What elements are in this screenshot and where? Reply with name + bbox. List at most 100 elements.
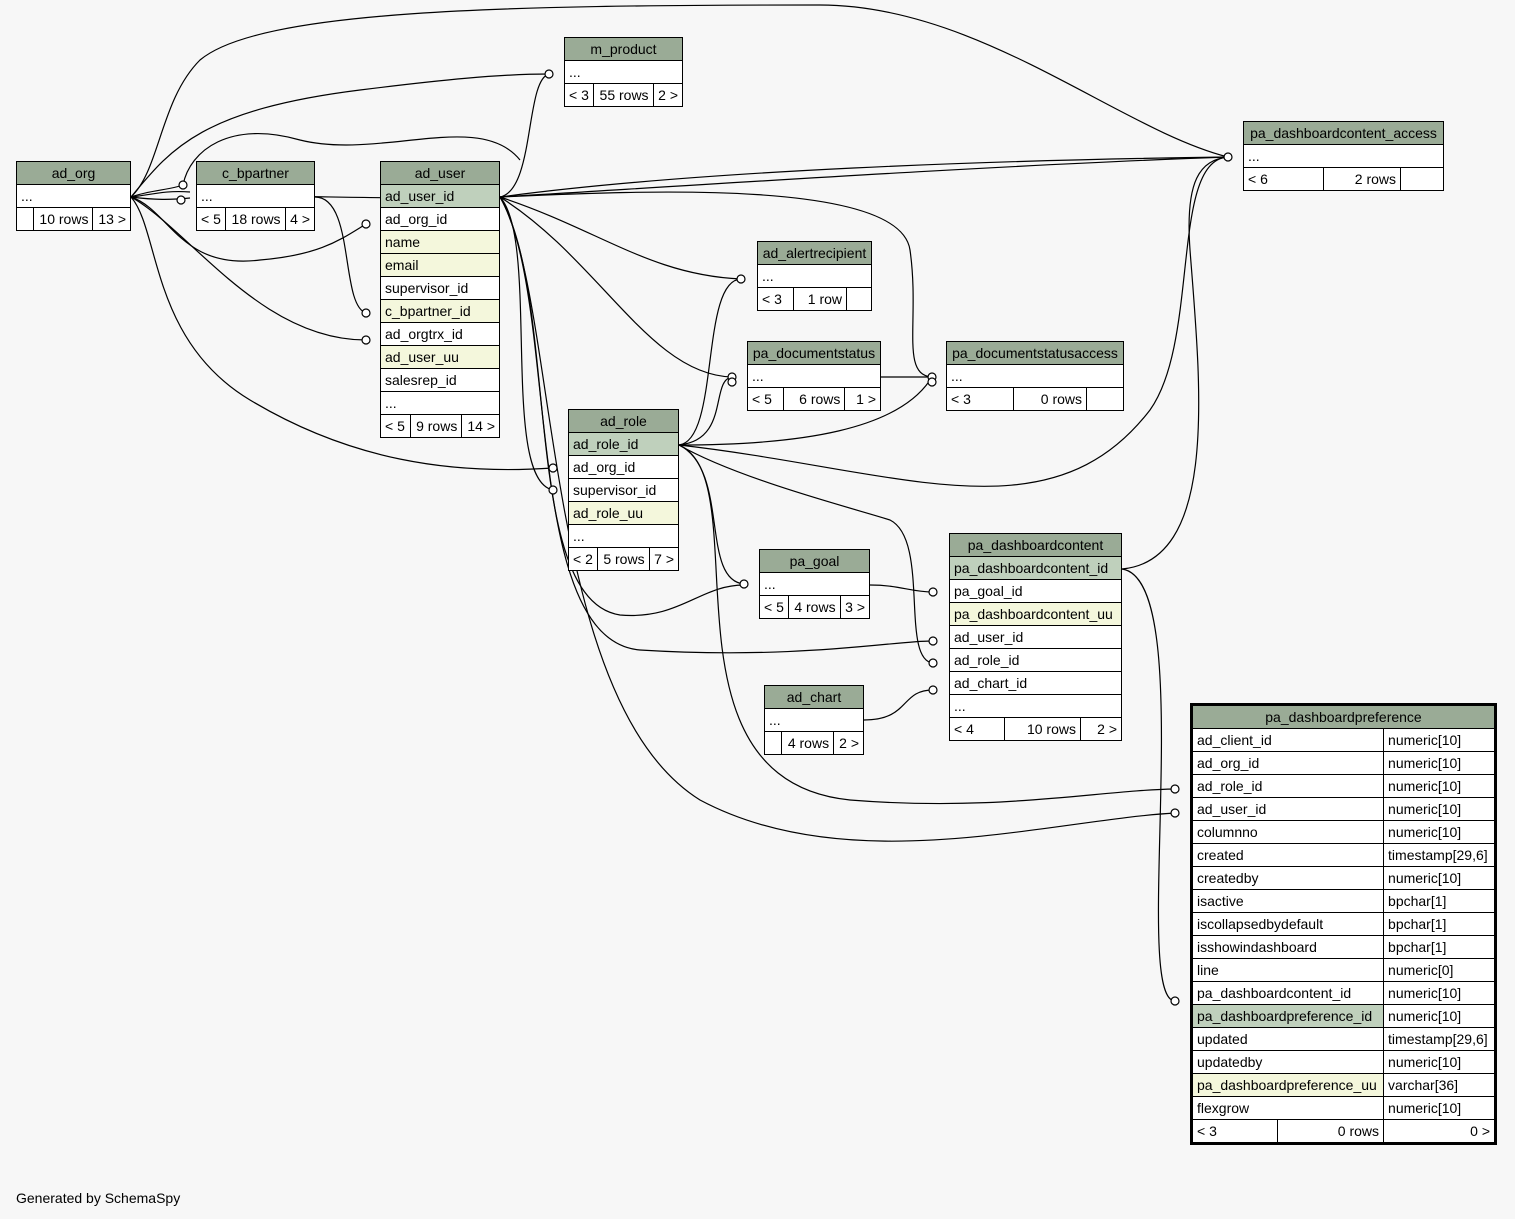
generated-by-footer: Generated by SchemaSpy — [16, 1190, 181, 1206]
column-type: numeric[10] — [1383, 797, 1496, 821]
parents-count: < 5 — [758, 595, 790, 619]
children-count: 7 > — [648, 547, 680, 571]
column-row: pa_dashboardcontent_id — [949, 556, 1122, 580]
table-title[interactable]: pa_dashboardcontent_access — [1243, 121, 1444, 145]
table-title[interactable]: pa_documentstatusaccess — [946, 341, 1124, 365]
parents-count: < 5 — [747, 387, 784, 411]
column-name: ad_org_id — [1190, 751, 1385, 775]
table-title[interactable]: m_product — [564, 37, 683, 61]
table-ad_chart[interactable]: ad_chart ... 4 rows 2 > — [764, 685, 864, 755]
edge-ad_user-dashboardaccess-2 — [499, 156, 1229, 198]
table-c_bpartner[interactable]: c_bpartner ... < 5 18 rows 4 > — [195, 161, 316, 231]
edge-ad_org-dashboardaccess — [130, 4, 1229, 198]
parents-count: < 3 — [946, 387, 1014, 411]
parents-count: < 4 — [949, 717, 1005, 741]
column-name: createdby — [1190, 866, 1385, 890]
column-row: ... — [1243, 144, 1444, 168]
edge-ad_role-alertrecipient — [678, 278, 742, 446]
row-count: 1 row — [792, 287, 848, 311]
column-row: ... — [946, 364, 1124, 388]
row-count: 5 rows — [597, 547, 650, 571]
column-type: bpchar[1] — [1383, 912, 1496, 936]
children-count: 14 > — [461, 414, 500, 438]
row-count: 2 rows — [1323, 167, 1401, 191]
column-name: ad_user_id — [1190, 797, 1385, 821]
column-row: ad_user_id — [380, 184, 500, 208]
row-count: 6 rows — [782, 387, 846, 411]
column-type: numeric[10] — [1383, 866, 1496, 890]
column-type: numeric[10] — [1383, 820, 1496, 844]
column-row: ad_role_id — [949, 648, 1122, 672]
column-name: ad_client_id — [1190, 728, 1385, 752]
column-type: numeric[10] — [1383, 1004, 1496, 1028]
parents-count — [16, 207, 34, 231]
parents-count: < 2 — [567, 547, 599, 571]
column-type: numeric[10] — [1383, 1096, 1496, 1120]
edge-markers — [176, 69, 1233, 1006]
table-pa_goal[interactable]: pa_goal ... < 5 4 rows 3 > — [758, 549, 871, 619]
column-type: varchar[36] — [1383, 1073, 1496, 1097]
edge-ad_role-documentstatusaccess — [678, 376, 933, 446]
table-pa_dashboardcontent[interactable]: pa_dashboardcontent pa_dashboardcontent_… — [949, 533, 1122, 741]
table-ad_role[interactable]: ad_role ad_role_id ad_org_id supervisor_… — [567, 409, 680, 571]
children-count: 0 > — [1383, 1119, 1496, 1144]
column-type: numeric[10] — [1383, 751, 1496, 775]
row-count: 0 rows — [1013, 387, 1087, 411]
table-ad_user[interactable]: ad_user ad_user_id ad_org_id name email … — [380, 161, 500, 438]
table-title[interactable]: ad_org — [16, 161, 131, 185]
column-name: flexgrow — [1190, 1096, 1385, 1120]
table-title[interactable]: pa_dashboardcontent — [949, 533, 1122, 557]
edge-ad_role-dashboardpreference — [678, 444, 1176, 805]
table-title[interactable]: ad_chart — [764, 685, 864, 709]
parents-count: < 3 — [563, 83, 595, 107]
children-count: 13 > — [92, 207, 131, 231]
edge-ad_role-dashboardcontent — [678, 444, 934, 664]
column-row: ... — [747, 364, 881, 388]
column-row: ... — [759, 572, 870, 596]
table-pa_documentstatus[interactable]: pa_documentstatus ... < 5 6 rows 1 > — [747, 341, 881, 411]
column-name: ad_role_id — [1190, 774, 1385, 798]
table-ad_org[interactable]: ad_org ... 10 rows 13 > — [16, 161, 131, 231]
column-name: columnno — [1190, 820, 1385, 844]
column-row: ... — [380, 391, 500, 415]
column-name: pa_dashboardcontent_id — [1190, 981, 1385, 1005]
table-title[interactable]: pa_dashboardpreference — [1191, 704, 1496, 729]
table-title[interactable]: pa_documentstatus — [747, 341, 881, 365]
column-type: numeric[10] — [1383, 1050, 1496, 1074]
column-row: ... — [16, 184, 131, 208]
column-type: numeric[10] — [1383, 728, 1496, 752]
table-m_product[interactable]: m_product ... < 3 55 rows 2 > — [563, 37, 684, 107]
table-title[interactable]: ad_alertrecipient — [757, 241, 872, 265]
column-type: numeric[10] — [1383, 774, 1496, 798]
table-title[interactable]: c_bpartner — [196, 161, 315, 185]
column-type: numeric[10] — [1383, 981, 1496, 1005]
column-row: pa_goal_id — [949, 579, 1122, 603]
column-type: bpchar[1] — [1383, 935, 1496, 959]
children-count: 2 > — [652, 83, 684, 107]
table-pa_dashboardcontent_access[interactable]: pa_dashboardcontent_access ... < 6 2 row… — [1243, 121, 1444, 191]
row-count: 9 rows — [409, 414, 463, 438]
column-name: isactive — [1190, 889, 1385, 913]
table-ad_alertrecipient[interactable]: ad_alertrecipient ... < 3 1 row — [757, 241, 872, 311]
table-title[interactable]: ad_user — [380, 161, 500, 185]
edge-ad_org-c_bpartner-loop — [130, 132, 521, 198]
edge-ad_user-alertrecipient — [499, 196, 742, 280]
parents-count — [764, 731, 782, 755]
column-type: timestamp[29,6] — [1383, 1027, 1496, 1051]
column-row: c_bpartner_id — [380, 299, 500, 323]
column-row: ad_org_id — [380, 207, 500, 231]
row-count: 10 rows — [1004, 717, 1081, 741]
column-type: bpchar[1] — [1383, 889, 1496, 913]
column-row: ... — [949, 694, 1122, 718]
edge-ad_org-c_bpartner — [130, 190, 191, 198]
column-name: pa_dashboardpreference_uu — [1190, 1073, 1385, 1097]
table-title[interactable]: ad_role — [568, 409, 679, 433]
column-row: ... — [196, 184, 315, 208]
column-row: supervisor_id — [380, 276, 500, 300]
column-type: timestamp[29,6] — [1383, 843, 1496, 867]
children-count — [846, 287, 872, 311]
table-pa_documentstatusaccess[interactable]: pa_documentstatusaccess ... < 3 0 rows — [946, 341, 1124, 411]
column-row: ad_chart_id — [949, 671, 1122, 695]
table-title[interactable]: pa_goal — [759, 549, 870, 573]
